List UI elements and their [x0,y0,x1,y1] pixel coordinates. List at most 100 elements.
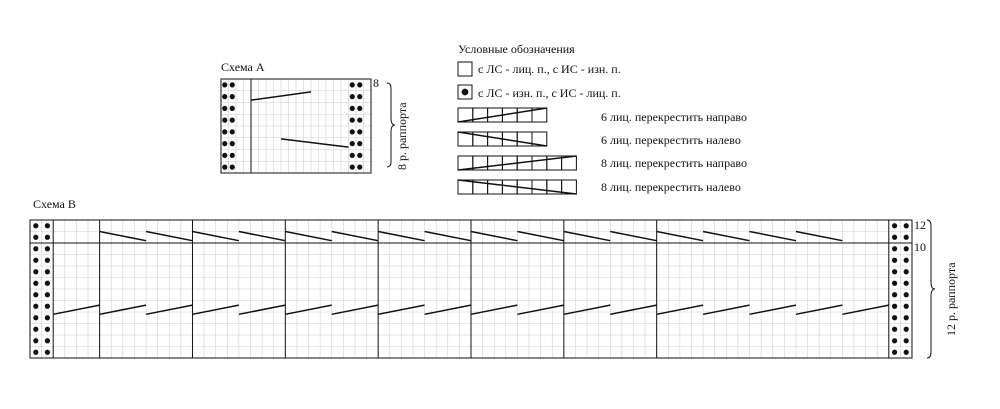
scheme-b-purl-dot [33,234,39,240]
scheme-a-chart [220,78,372,174]
scheme-b-purl-dot [44,338,51,344]
scheme-a-purl-dot [229,141,235,147]
scheme-b-purl-dot [44,303,51,309]
legend-cross-8-right-slash [457,155,577,171]
legend-title: Условные обозначения [458,42,575,56]
scheme-b-row-number-10: 10 [914,240,926,254]
scheme-b-purl-dot [903,234,909,240]
scheme-a-purl-dot [222,82,228,88]
scheme-b-purl-dot [33,223,39,229]
scheme-a-purl-dot [222,94,228,100]
scheme-b-cable-left [517,230,564,242]
legend-item-cross8-left-label: 8 лиц. перекрестить налево [601,180,741,194]
scheme-a-cable-right [250,91,312,101]
scheme-b-purl-dot [44,223,51,229]
scheme-b-cable-left [145,230,193,242]
scheme-a-purl-dot [349,152,355,158]
scheme-b-purl-dot [903,246,909,252]
scheme-b-purl-dot [903,292,909,298]
scheme-a-purl-dot [229,82,235,88]
scheme-b-cable-left [378,230,425,242]
legend-cross-8-left-cell [561,179,577,195]
scheme-b-cable-left [285,230,332,242]
legend-cross-8-left-cell [531,179,548,195]
legend-dot-square [457,84,473,100]
scheme-b-purl-dot [44,234,51,240]
legend-cross-6-left-slash [457,131,547,147]
scheme-a-row-number: 8 [373,76,379,90]
scheme-b-purl-dot [33,315,39,321]
scheme-b-cable-right [331,304,379,316]
legend-item-cross6-right-label: 6 лиц. перекрестить направо [601,110,747,124]
scheme-b-cable-right [99,304,147,316]
scheme-b-purl-dot [891,234,898,240]
scheme-b-purl-dot [891,292,898,298]
scheme-b-purl-dot [891,223,898,229]
scheme-a-purl-dot [357,141,363,147]
scheme-b-cable-left [192,230,240,242]
scheme-b-purl-dot [44,269,51,275]
scheme-a-purl-dot [349,117,355,123]
scheme-b-purl-dot [891,315,898,321]
legend-dot [461,88,469,96]
scheme-b-cable-right [470,304,518,316]
scheme-b-purl-dot [33,349,39,355]
scheme-b-purl-dot [33,280,39,286]
scheme-b-purl-dot [33,257,39,263]
scheme-a-purl-dot [222,152,228,158]
scheme-b-purl-dot [33,292,39,298]
scheme-b-purl-dot [891,246,898,252]
scheme-b-cable-right [53,304,100,316]
scheme-a-purl-dot [357,105,363,111]
legend-item-empty-label: с ЛС - лиц. п., с ИС - изн. п. [478,62,621,76]
scheme-b-cable-right [656,304,704,316]
scheme-b-cable-right [424,304,472,316]
scheme-b-purl-dot [44,292,51,298]
legend-cross-8-left-cell [487,179,503,195]
legend-cross-8-right-cell [487,155,503,171]
scheme-a-purl-dot [349,105,355,111]
legend-cross-6-right-slash [457,107,547,123]
scheme-b-cable-right [517,304,564,316]
scheme-b-purl-dot [33,338,39,344]
scheme-b-purl-dot [891,280,898,286]
scheme-b-cable-right [378,304,425,316]
scheme-b-purl-dot [903,303,909,309]
scheme-a-title: Схема А [221,60,265,74]
scheme-b-cable-left [702,230,750,242]
scheme-a-purl-dot [349,141,355,147]
scheme-b-cable-right [238,304,286,316]
scheme-a-purl-dot [229,164,235,170]
scheme-b-purl-dot [903,223,909,229]
scheme-a-purl-dot [349,129,355,135]
scheme-b-cable-right [285,304,332,316]
scheme-b-purl-dot [891,257,898,263]
scheme-b-purl-dot [903,257,909,263]
scheme-b-purl-dot [44,349,51,355]
legend-cross-8-left-slash [457,179,577,195]
scheme-a-purl-dot [222,117,228,123]
scheme-a-purl-dot [229,152,235,158]
scheme-b-purl-dot [44,326,51,332]
scheme-b-cable-left [656,230,704,242]
legend-cross-6-right-cell [531,107,548,123]
scheme-a-purl-dot [229,117,235,123]
scheme-a-purl-dot [229,129,235,135]
scheme-b-purl-dot [903,280,909,286]
scheme-a-purl-dot [229,94,235,100]
scheme-b-purl-dot [891,349,898,355]
scheme-a-frame [220,78,372,174]
scheme-b-brace [926,219,936,359]
scheme-b-purl-dot [33,269,39,275]
scheme-b-purl-dot [903,349,909,355]
scheme-a-purl-dot [349,94,355,100]
legend-symbols [457,61,577,195]
scheme-a-purl-dot [222,129,228,135]
scheme-b-cable-right [702,304,750,316]
legend-item-cross8-right-label: 8 лиц. перекрестить направо [601,156,747,170]
legend-cross-8-right-cell [531,155,548,171]
legend-item-cross6-left-label: 6 лиц. перекрестить налево [601,133,741,147]
scheme-b-cable-right [192,304,240,316]
scheme-b-cable-right [563,304,611,316]
scheme-a-purl-dot [357,94,363,100]
